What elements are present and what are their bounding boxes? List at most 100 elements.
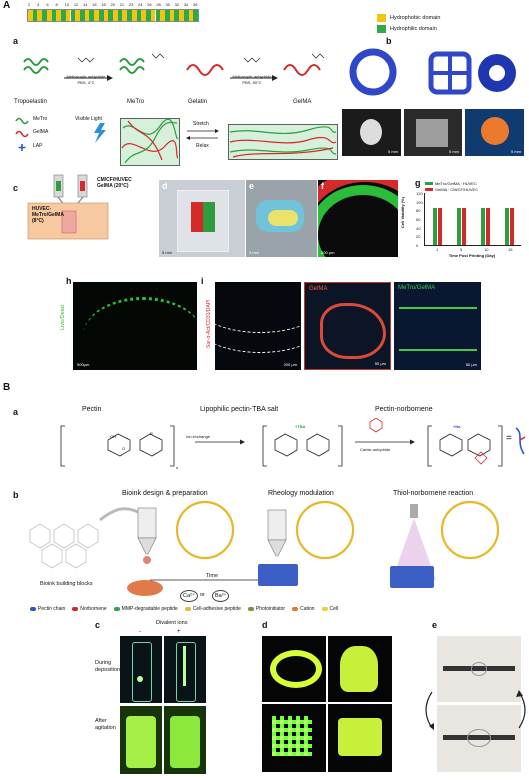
- carbic-anhydride-structure: [369, 418, 383, 433]
- panel-Bb-label: b: [13, 490, 19, 500]
- hydrophobic-segment: [28, 10, 33, 21]
- panel-Be-label: e: [432, 620, 438, 630]
- hydrophilic-segment: [89, 10, 95, 21]
- ruler-number: 6: [46, 2, 49, 7]
- chart-g-ytick: 120: [416, 191, 423, 196]
- stretch-relax-arrows: [186, 129, 219, 140]
- chart-g-xlabel: Time Post Printing (Day): [448, 253, 496, 258]
- hydrophilic-swatch: [377, 24, 386, 33]
- hydrophobic-segment: [37, 10, 43, 21]
- pectin-tba-title: Lipophilic pectin-TBA salt: [200, 406, 279, 413]
- hydrophilic-segment: [98, 10, 104, 21]
- gelma-legend-icon: [15, 130, 29, 138]
- ruler-number: 32: [174, 2, 180, 7]
- hydrogel-network-relaxed: [120, 118, 180, 166]
- ruler-number: 23: [128, 2, 134, 7]
- gelma-methacrylate-icon: [311, 53, 325, 59]
- printed-disc-photo: 5 mm: [465, 109, 524, 156]
- rheology-title: Rheology modulation: [268, 490, 334, 497]
- bioink-design-title: Bioink design & preparation: [122, 490, 208, 497]
- photo-i-side-label: Sar-α-Act/CD31/DAPI: [206, 299, 212, 348]
- vial-no-ions-deposition: [120, 636, 162, 703]
- photo-i-overview: 200 μm: [215, 282, 301, 370]
- tweezers-photo-1: [437, 636, 521, 702]
- relax-label: Relax: [196, 143, 209, 149]
- gelatin-label: Gelatin: [188, 99, 208, 105]
- ruler-number: 12: [73, 2, 79, 7]
- chart-g-bar: [462, 208, 466, 245]
- hydrophilic-segment: [136, 10, 142, 21]
- metro-legend-icon: [15, 117, 29, 125]
- printed-lattice-glow: [262, 704, 326, 772]
- ruler-number: 4: [37, 2, 40, 7]
- light-cone: [392, 518, 436, 580]
- photo-i-metro-zoom: MeTro/GelMA 50 μm: [394, 282, 481, 370]
- coaxial-print-setup: [27, 174, 109, 240]
- printed-nose-glow: [328, 636, 392, 702]
- hydrophobic-segment: [179, 10, 184, 21]
- arrow-2-head: [272, 75, 278, 81]
- lap-legend-label: LAP: [33, 143, 43, 149]
- hydrophobic-segment: [131, 10, 137, 21]
- photo-e-scale: 3 mm: [249, 250, 259, 255]
- pectin-r-label: R: [150, 431, 153, 436]
- bioink-legend-swatch-icon: [292, 607, 299, 611]
- ring-photo-scale: 5 mm: [388, 149, 398, 154]
- hydrophilic-segment: [117, 10, 123, 21]
- hydrophilic-segment: [127, 10, 132, 21]
- bioink-legend-item: Cell-adhesive peptide: [184, 606, 241, 612]
- panel-Ba-label: a: [13, 407, 19, 417]
- photo-i-scale-1: 200 μm: [283, 362, 297, 367]
- right-ink-label: CM/CF/HUVEC GelMA (20°C): [97, 177, 132, 189]
- bioink-legend-label: MMP-degradable peptide: [121, 606, 178, 612]
- metro-helix-icon: [119, 58, 145, 66]
- gel-blob: [127, 580, 163, 596]
- ruler-number: 34: [183, 2, 189, 7]
- hydrophobic-segment: [113, 10, 118, 21]
- left-ink-label: HUVEC-MeTro/GelMA (8°C): [32, 206, 64, 224]
- chart-g-ytick: 20: [416, 234, 421, 240]
- or-label: or: [200, 592, 205, 598]
- photo-h-scale: 500μm: [77, 362, 90, 367]
- chart-g-legend-label-2: GelMA : CM/CF/HUVEC: [435, 186, 479, 192]
- printed-ring-photo: 5 mm: [342, 109, 401, 156]
- panel-Af-label: f: [321, 181, 324, 191]
- ruler-number: 20: [110, 2, 115, 7]
- barium-ion-label: Ba²⁺: [212, 590, 230, 602]
- rotate-arrow-left-icon: [425, 691, 434, 730]
- stretch-label: Stretch: [193, 121, 209, 127]
- zoom-circle-3: [440, 500, 500, 560]
- chart-g-xtick: 1: [436, 247, 439, 252]
- chart-g-xtick: 10: [484, 247, 489, 252]
- hydrophobic-swatch: [377, 13, 386, 22]
- lap-star-icon: [18, 144, 26, 151]
- chart-g-ytick: 40: [416, 225, 421, 231]
- bioink-legend-swatch-icon: [30, 607, 36, 611]
- render-ring-shape: [349, 48, 397, 96]
- domain-stripe-bar: [27, 9, 199, 22]
- hydrophobic-segment: [94, 10, 99, 21]
- photo-e-construct: e 3 mm: [246, 180, 317, 257]
- panel-Ae-label: e: [249, 181, 255, 191]
- ruler-number: 21: [119, 2, 125, 7]
- nozzle-1: [137, 507, 157, 539]
- panel-Ag-label: g: [415, 178, 421, 188]
- bracket-right-3: [498, 425, 503, 467]
- vial-no-ions-agitation: [120, 706, 162, 774]
- printed-lattice-photo: 5 mm: [404, 109, 462, 156]
- light-source: [410, 504, 418, 518]
- arrow-2-top-label: Methacrylic anhydride: [232, 74, 272, 79]
- hydrophilic-segment: [155, 10, 161, 21]
- panel-A-label: A: [3, 0, 11, 11]
- bioink-legend-swatch-icon: [321, 607, 328, 611]
- hydrophobic-segment: [75, 10, 80, 21]
- pectin-o-label: O: [122, 446, 126, 451]
- metro-legend-label: MeTro: [33, 116, 48, 122]
- disc-photo-scale: 5 mm: [511, 149, 521, 154]
- hydrogel-network-stretched: [228, 124, 338, 160]
- time-label: Time: [206, 573, 219, 579]
- gelma-label: GelMA: [293, 99, 312, 105]
- chart-g-bar: [438, 208, 442, 245]
